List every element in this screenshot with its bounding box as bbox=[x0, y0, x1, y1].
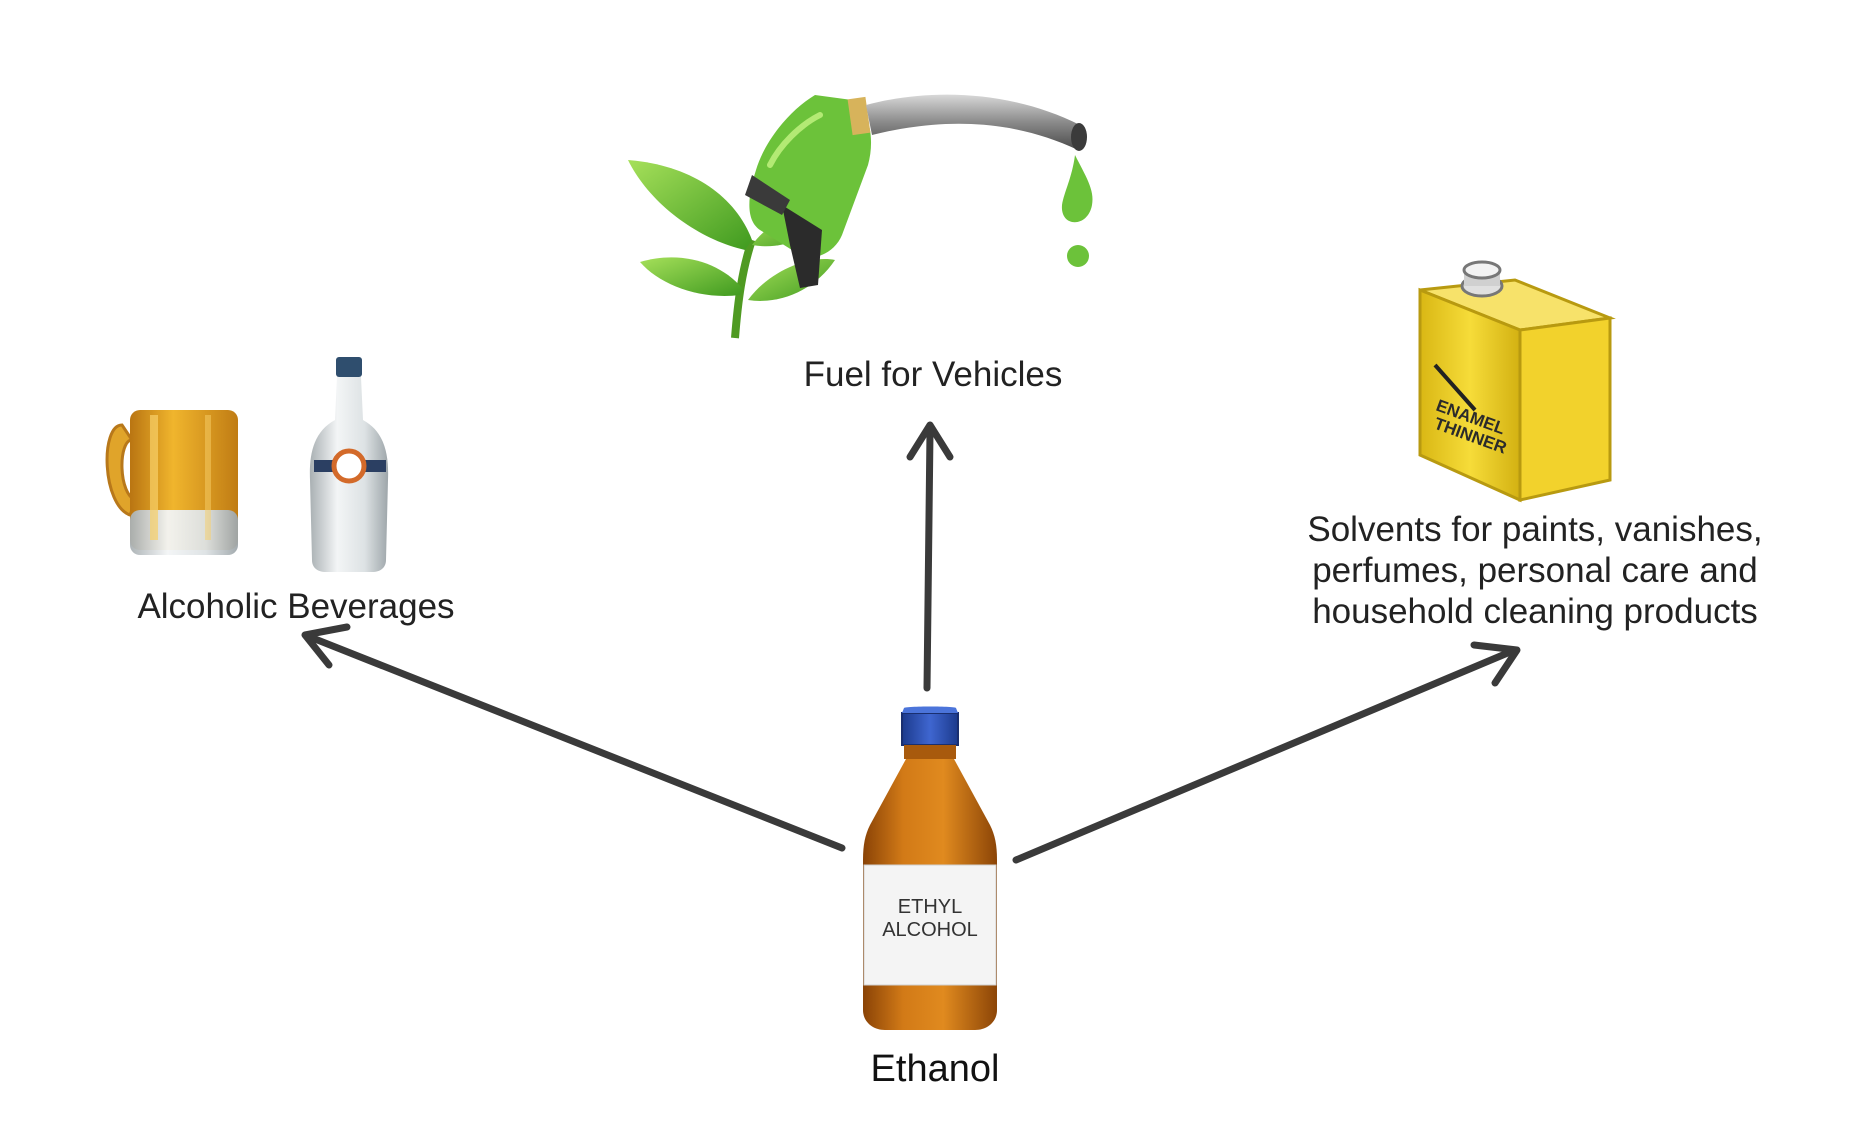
solvents-label-line1: Solvents for paints, vanishes, bbox=[1307, 510, 1763, 549]
solvents-label-line2: perfumes, personal care and bbox=[1312, 551, 1758, 590]
arrow-to-fuel bbox=[906, 421, 954, 692]
arrow-to-beverages bbox=[301, 623, 846, 852]
beverages-node-label: Alcoholic Beverages bbox=[137, 587, 455, 626]
fuel-node-label: Fuel for Vehicles bbox=[803, 355, 1063, 394]
bottle-label-line2: ALCOHOL bbox=[882, 919, 978, 941]
leaf-icon bbox=[748, 259, 835, 301]
enamel-thinner-can-icon: ENAMEL THINNER bbox=[1418, 260, 1616, 503]
leaf-icon bbox=[628, 160, 752, 250]
ethyl-alcohol-bottle-icon: ETHYL ALCOHOL bbox=[863, 706, 997, 1030]
leaf-icon bbox=[640, 257, 742, 296]
arrow-to-solvents bbox=[1012, 641, 1521, 864]
beer-mug-icon bbox=[105, 410, 238, 555]
bottle-label-line1: ETHYL bbox=[898, 896, 962, 918]
liquor-bottle-icon bbox=[309, 357, 389, 572]
fuel-nozzle-illustration bbox=[628, 94, 1093, 339]
ethanol-node-label: Ethanol bbox=[870, 1048, 1000, 1090]
solvents-label-line3: household cleaning products bbox=[1312, 592, 1758, 631]
solvents-node-label: Solvents for paints, vanishes, perfumes,… bbox=[1260, 509, 1810, 632]
